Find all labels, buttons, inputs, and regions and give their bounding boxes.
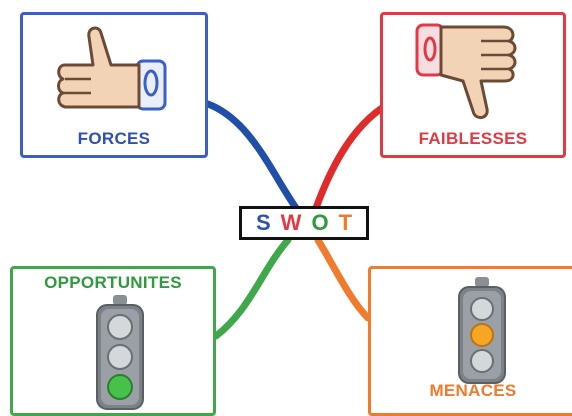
- swot-letter-o: O: [311, 210, 329, 235]
- opportunites-box: OPPORTUNITES: [10, 266, 216, 416]
- menaces-label: MENACES: [429, 381, 517, 400]
- traffic-light-green-icon: [96, 295, 144, 410]
- menaces-box: MENACES: [368, 266, 572, 416]
- faiblesses-box: FAIBLESSES: [380, 12, 566, 158]
- connector-menaces: [314, 236, 372, 322]
- connector-faiblesses: [312, 104, 386, 212]
- thumbs-up-icon: [57, 26, 167, 111]
- swot-center-box: S W O T: [239, 206, 369, 240]
- swot-letter-t: T: [338, 210, 353, 235]
- forces-box: FORCES: [20, 12, 208, 158]
- opportunites-label: OPPORTUNITES: [44, 273, 182, 292]
- connector-opportunites: [212, 236, 292, 340]
- faiblesses-label: FAIBLESSES: [418, 129, 528, 148]
- connector-forces: [204, 100, 300, 212]
- swot-letter-w: W: [280, 210, 302, 235]
- traffic-light-orange-icon: [458, 277, 506, 384]
- thumbs-down-icon: [415, 23, 517, 119]
- swot-letter-s: S: [255, 210, 271, 235]
- forces-label: FORCES: [77, 129, 151, 148]
